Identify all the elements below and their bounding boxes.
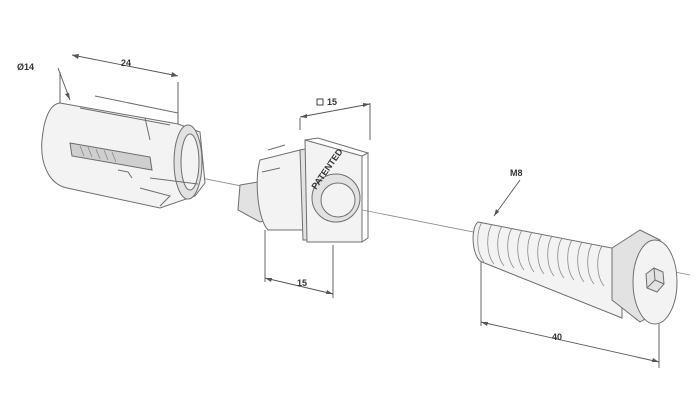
square-connector-block (237, 137, 370, 243)
square-symbol-icon (316, 98, 324, 106)
split-sleeve (41, 95, 206, 209)
screw-length-label: 40 (552, 332, 562, 342)
screw-threads (477, 221, 605, 287)
countersunk-screw (472, 221, 678, 325)
sleeve-diameter-label: Ø14 (17, 62, 34, 72)
block-depth-label: 15 (297, 278, 307, 288)
screw-thread-label: M8 (510, 168, 523, 178)
sleeve-length-label: 24 (121, 58, 131, 68)
block-square-label: 15 (327, 97, 337, 107)
